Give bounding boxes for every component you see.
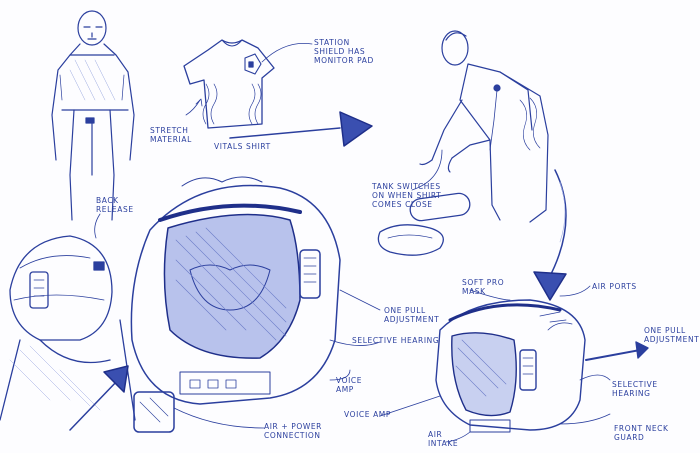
label-line: INTAKE (428, 439, 459, 448)
leaning-figure (419, 30, 549, 223)
tank-switches-label: TANK SWITCHES ON WHEN SHIRT COMES CLOSE (372, 182, 441, 209)
label-line: VOICE (336, 376, 363, 385)
label-line: MONITOR PAD (314, 56, 374, 65)
arrow-up-right (69, 365, 129, 431)
selective-hearing-side-label: SELECTIVE HEARING (612, 380, 658, 398)
one-pull-adjustment-main-label: ONE PULL ADJUSTMENT (384, 306, 439, 324)
label-line: SOFT PRO (462, 278, 505, 287)
voice-amp-bottom-label: VOICE AMP (344, 410, 391, 419)
vitals-shirt-label: VITALS SHIRT (214, 142, 271, 151)
label-line: STATION (314, 38, 350, 47)
label-line: GUARD (614, 433, 645, 442)
label-line: RELEASE (96, 205, 134, 214)
label-line: TANK SWITCHES (372, 182, 441, 191)
label-line: ADJUSTMENT (644, 335, 700, 344)
back-view-helmet (0, 235, 136, 421)
label-line: STRETCH (150, 126, 189, 135)
one-pull-adjustment-side-label: ONE PULL ADJUSTMENT (644, 326, 699, 344)
label-line: MASK (462, 287, 486, 296)
label-line: SELECTIVE (612, 380, 658, 389)
air-ports-label: AIR PORTS (592, 282, 637, 291)
annotation-leaders (94, 149, 611, 443)
vitals-shirt-sketch (183, 39, 313, 129)
label-line: AIR (428, 430, 443, 439)
selective-hearing-main-label: SELECTIVE HEARING (352, 336, 440, 345)
label-line: CONNECTION (264, 431, 321, 440)
label-line: COMES CLOSE (372, 200, 433, 209)
label-line: FRONT NECK (614, 424, 669, 433)
label-line: ADJUSTMENT (384, 315, 440, 324)
label-line: SHIELD HAS (314, 47, 366, 56)
front-neck-guard-label: FRONT NECK GUARD (614, 424, 669, 442)
air-tank-sketch (377, 192, 471, 256)
arrow-down (533, 169, 567, 301)
label-line: MATERIAL (150, 135, 192, 144)
label-line: BACK (96, 196, 119, 205)
arrow-right (229, 111, 373, 147)
stretch-material-label: STRETCH MATERIAL (150, 126, 192, 144)
label-line: ONE PULL (644, 326, 686, 335)
label-line: ONE PULL (384, 306, 426, 315)
air-intake-label: AIR INTAKE (428, 430, 458, 448)
soft-pro-mask-label: SOFT PRO MASK (462, 278, 504, 296)
standing-figure (51, 10, 135, 221)
main-helmet-sketch (130, 176, 341, 433)
label-line: HEARING (612, 389, 651, 398)
voice-amp-main-label: VOICE AMP (336, 376, 362, 394)
side-helmet-sketch (435, 299, 649, 433)
station-shield-label: STATION SHIELD HAS MONITOR PAD (314, 38, 374, 65)
air-power-connection-label: AIR + POWER CONNECTION (264, 422, 322, 440)
label-line: AMP (336, 385, 354, 394)
label-line: AIR + POWER (264, 422, 322, 431)
back-release-label: BACK RELEASE (96, 196, 134, 214)
label-line: ON WHEN SHIRT (372, 191, 442, 200)
